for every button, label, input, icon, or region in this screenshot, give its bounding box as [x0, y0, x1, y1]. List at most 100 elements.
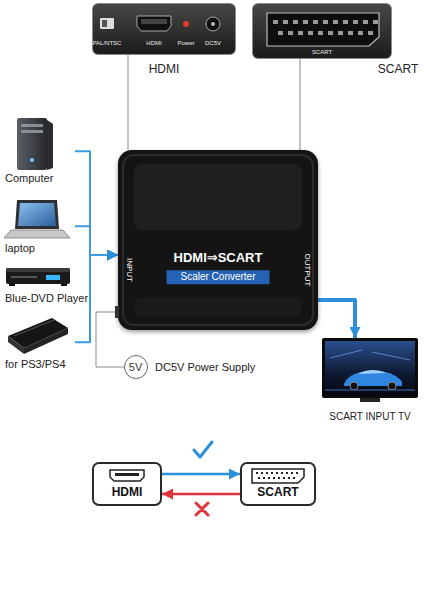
computer-tower	[21, 124, 43, 127]
cross-mark	[196, 503, 208, 515]
plug-outline	[281, 472, 283, 474]
direction-arrow	[162, 493, 240, 496]
panel-caption: HDMI	[149, 63, 180, 77]
hdmi-port-panel: PAL/NTSCHDMIPowerDC5VHDMI	[92, 3, 236, 55]
port-panel-drawing	[338, 31, 343, 35]
port-label: PAL/NTSC	[93, 40, 122, 47]
connector-card: HDMI	[92, 462, 162, 506]
converter-body	[123, 155, 313, 325]
tv-picture	[325, 341, 415, 395]
converter-box: HDMI⇒SCARTScaler ConverterINPUTOUTPUT	[118, 150, 318, 330]
dvd-player-icon	[9, 284, 15, 286]
connector-name: SCART	[257, 486, 298, 500]
dvd-player-icon	[6, 268, 70, 286]
power-caption: DC5V Power Supply	[155, 360, 255, 373]
signal-arrow	[75, 226, 118, 255]
product-title: HDMI⇒SCART	[174, 251, 263, 266]
port-panel-drawing	[358, 31, 363, 35]
device-name: Blue-DVD Player	[5, 292, 88, 305]
port-label: SCART	[312, 49, 332, 56]
plug-outline	[252, 469, 304, 483]
port-panel-drawing	[293, 20, 298, 24]
device-icon: Blue-DVD Player	[5, 262, 91, 305]
tv-screen: SCART INPUT TV	[322, 338, 418, 404]
dvd-player-icon	[6, 268, 70, 272]
laptop-icon	[15, 200, 59, 229]
leader-connector	[128, 55, 129, 150]
port-panel-drawing	[353, 20, 358, 24]
panel-caption: SCART	[378, 63, 418, 77]
device-name: Computer	[5, 172, 53, 185]
port-panel-drawing	[183, 21, 189, 27]
converter-body	[134, 298, 302, 316]
device-caption: SCART INPUT TV	[329, 411, 411, 423]
converter-body	[118, 150, 318, 330]
laptop-icon	[18, 203, 56, 226]
tv-picture	[325, 389, 415, 391]
plug-outline	[296, 472, 298, 474]
output-arrow	[318, 300, 355, 338]
port-panel-drawing	[137, 16, 171, 31]
computer-tower	[30, 158, 34, 162]
port-panel-drawing	[141, 19, 167, 24]
scart-port-panel: SCARTSCART	[252, 3, 392, 59]
port-panel-drawing	[100, 18, 114, 29]
port-side-label: OUTPUT	[302, 254, 311, 287]
tv-picture	[350, 382, 358, 390]
port-panel-drawing	[288, 31, 293, 35]
device-icon: for PS3/PS4	[5, 314, 75, 371]
device-name: for PS3/PS4	[5, 358, 66, 371]
port-panel-drawing	[308, 31, 313, 35]
plug-outline	[271, 472, 273, 474]
tv-picture	[360, 398, 380, 402]
laptop-icon	[4, 200, 70, 238]
plug-outline	[273, 477, 275, 479]
plug-outline	[268, 477, 270, 479]
port-label: DC5V	[205, 40, 221, 47]
computer-tower	[17, 118, 47, 170]
connector-card: SCART	[240, 462, 316, 506]
game-console-icon	[8, 318, 68, 354]
tv-picture	[388, 382, 396, 390]
port-panel-drawing	[93, 4, 235, 54]
plug-outline	[288, 477, 290, 479]
computer-tower	[21, 130, 43, 133]
connector-name: HDMI	[112, 486, 143, 500]
plug-outline	[266, 472, 268, 474]
converter-body	[115, 306, 119, 318]
port-panel-drawing	[318, 31, 323, 35]
port-panel-drawing	[278, 31, 283, 35]
game-console-icon	[8, 336, 24, 354]
plug-outline	[110, 470, 144, 481]
port-label: HDMI	[146, 40, 161, 47]
game-console-icon	[14, 320, 54, 336]
plug-outline	[263, 477, 265, 479]
port-panel-drawing	[267, 13, 379, 46]
port-panel-drawing	[348, 31, 353, 35]
plug-outline	[276, 472, 278, 474]
laptop-icon	[4, 230, 70, 238]
plug-outline	[291, 472, 293, 474]
port-panel-drawing	[298, 31, 303, 35]
cross-mark	[196, 503, 208, 515]
signal-arrow	[90, 255, 118, 283]
dvd-player-icon	[6, 268, 70, 284]
port-panel-drawing	[333, 20, 338, 24]
plug-outline	[258, 477, 260, 479]
plug-outline	[283, 477, 285, 479]
port-panel-drawing	[273, 20, 278, 24]
port-panel-drawing	[313, 20, 318, 24]
tv-picture	[322, 338, 418, 404]
device-icon: Computer	[5, 118, 75, 185]
computer-tower	[17, 118, 53, 170]
dvd-player-icon	[46, 275, 60, 280]
computer-tower	[47, 120, 53, 170]
plug-outline	[286, 472, 288, 474]
plug-outline	[256, 472, 258, 474]
device-icon: laptop	[5, 198, 75, 255]
port-panel-drawing	[328, 31, 333, 35]
port-panel-drawing	[206, 17, 220, 31]
plug-outline	[261, 472, 263, 474]
port-panel-drawing	[102, 20, 107, 27]
